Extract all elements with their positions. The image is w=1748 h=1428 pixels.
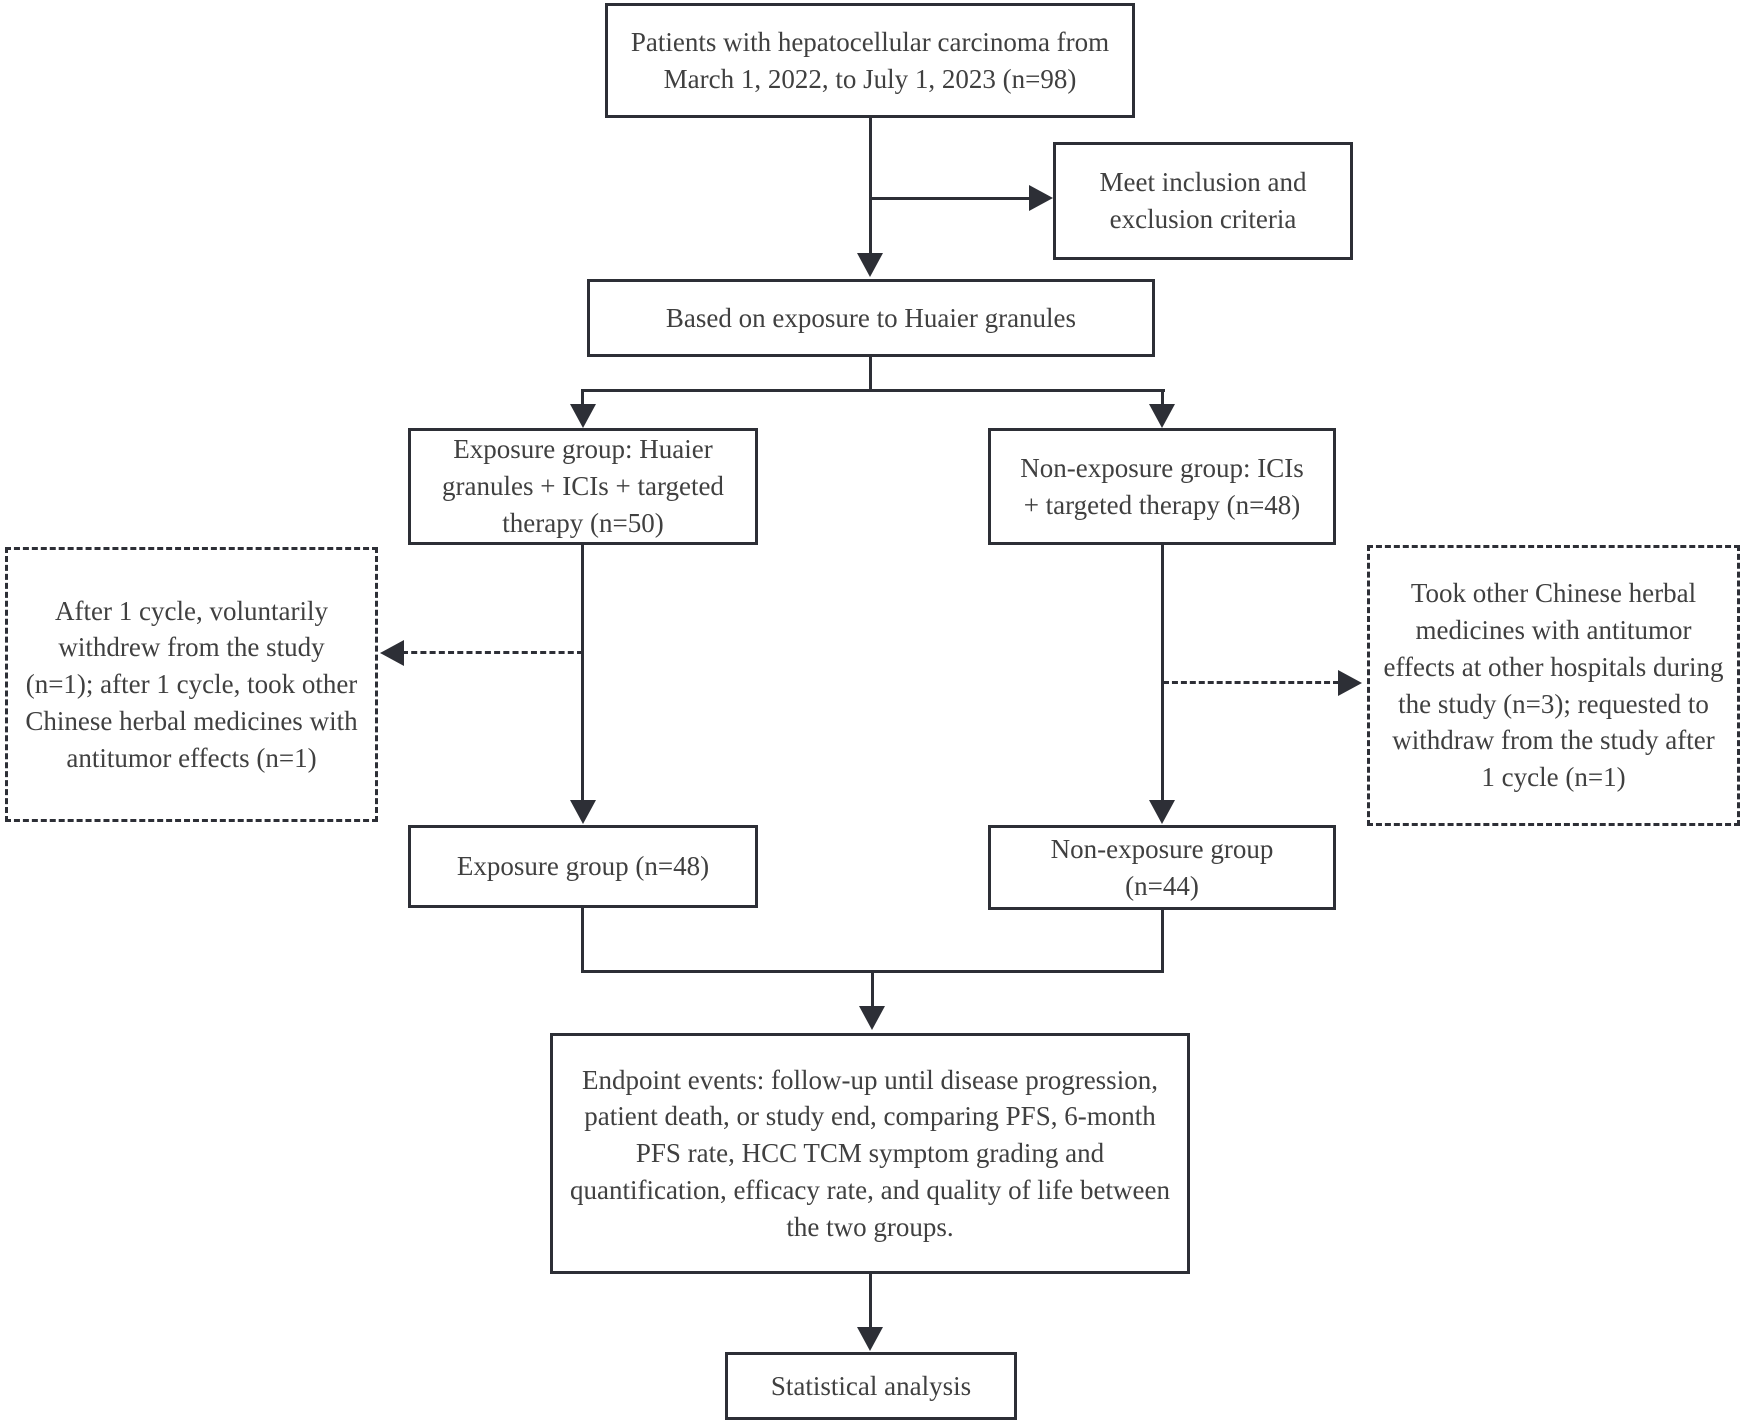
- nonexposure-initial-box: Non-exposure group: ICIs + targeted ther…: [988, 428, 1336, 545]
- dropout-left-label: After 1 cycle, voluntarily withdrew from…: [25, 595, 358, 773]
- connector-merge-down: [871, 970, 874, 1007]
- connector-split-left-stub: [581, 389, 584, 406]
- connector-exposure-final-down: [581, 908, 584, 973]
- dashed-connector-left: [402, 651, 583, 654]
- exposure-initial-label: Exposure group: Huaier granules + ICIs +…: [442, 434, 724, 538]
- nonexposure-final-box: Non-exposure group (n=44): [988, 825, 1336, 910]
- statistics-label: Statistical analysis: [770, 1370, 972, 1401]
- arrowhead-into-dropout-right: [1338, 670, 1362, 696]
- patients-box: Patients with hepatocellular carcinoma f…: [605, 3, 1135, 118]
- nonexposure-final-label: Non-exposure group (n=44): [1050, 833, 1274, 901]
- connector-nonexposure-vertical: [1161, 545, 1164, 802]
- dashed-connector-right: [1163, 681, 1339, 684]
- arrowhead-into-exposure-initial: [570, 404, 596, 428]
- basis-label: Based on exposure to Huaier granules: [665, 302, 1077, 333]
- arrowhead-into-nonexposure-initial: [1149, 404, 1175, 428]
- arrowhead-into-endpoint: [859, 1006, 885, 1030]
- statistics-box: Statistical analysis: [725, 1352, 1017, 1420]
- connector-split-horizontal: [581, 389, 1165, 392]
- patients-label: Patients with hepatocellular carcinoma f…: [630, 26, 1110, 94]
- arrowhead-into-statistics: [857, 1327, 883, 1351]
- dropout-right-label: Took other Chinese herbal medicines with…: [1383, 578, 1724, 792]
- criteria-box: Meet inclusion and exclusion criteria: [1053, 142, 1353, 260]
- basis-box: Based on exposure to Huaier granules: [587, 279, 1155, 357]
- connector-split-right-stub: [1161, 389, 1164, 406]
- connector-exposure-vertical: [581, 545, 584, 802]
- exposure-final-label: Exposure group (n=48): [456, 851, 710, 882]
- connector-patients-basis: [869, 118, 872, 253]
- dropout-right-box: Took other Chinese herbal medicines with…: [1367, 545, 1740, 826]
- connector-patients-criteria: [869, 197, 1031, 200]
- arrowhead-into-exposure-final: [570, 800, 596, 824]
- exposure-final-box: Exposure group (n=48): [408, 825, 758, 908]
- arrowhead-into-basis: [857, 253, 883, 277]
- arrowhead-into-nonexposure-final: [1149, 800, 1175, 824]
- arrowhead-into-criteria: [1029, 185, 1053, 211]
- arrowhead-into-dropout-left: [380, 640, 404, 666]
- endpoint-box: Endpoint events: follow-up until disease…: [550, 1033, 1190, 1274]
- connector-endpoint-statistics: [869, 1274, 872, 1328]
- connector-basis-stub: [869, 357, 872, 392]
- endpoint-label: Endpoint events: follow-up until disease…: [570, 1064, 1170, 1242]
- criteria-label: Meet inclusion and exclusion criteria: [1099, 167, 1307, 234]
- nonexposure-initial-label: Non-exposure group: ICIs + targeted ther…: [1020, 452, 1304, 520]
- dropout-left-box: After 1 cycle, voluntarily withdrew from…: [5, 547, 378, 822]
- exposure-initial-box: Exposure group: Huaier granules + ICIs +…: [408, 428, 758, 545]
- connector-nonexposure-final-down: [1161, 910, 1164, 973]
